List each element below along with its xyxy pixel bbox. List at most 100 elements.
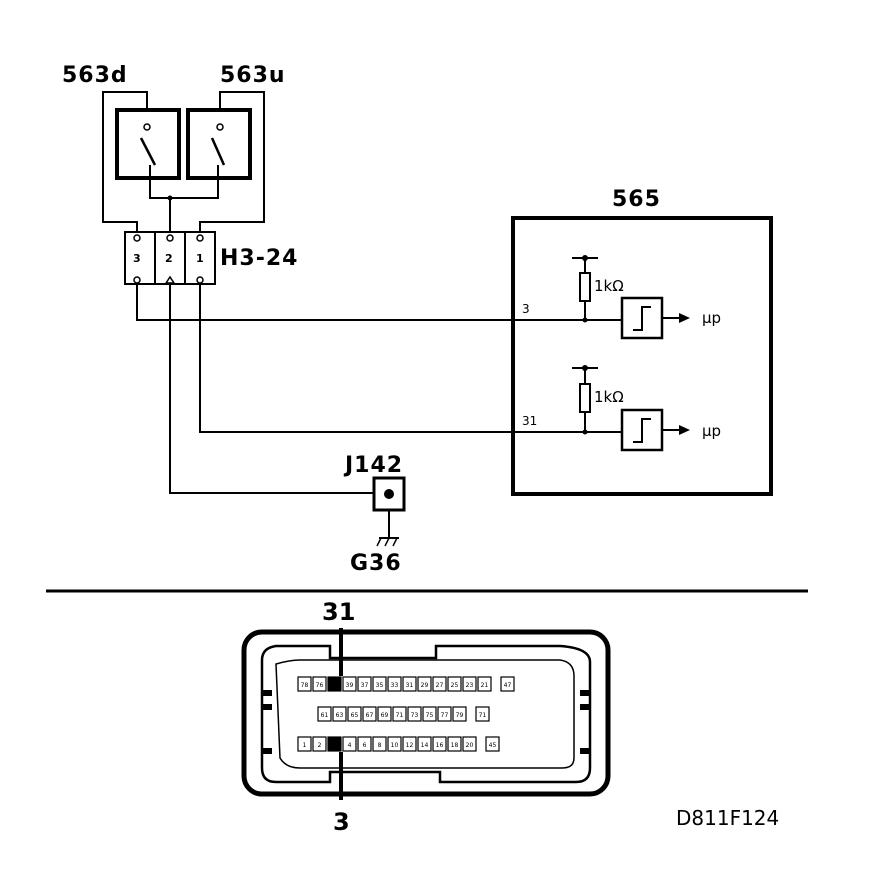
module-input-3: 3 1kΩ µp [522,255,721,340]
ecu-bottom-pin-label: 3 [333,808,350,836]
resistor-1k-label: 1kΩ [594,388,624,406]
ground-label: G36 [350,551,402,576]
ecu-pin-cell [417,736,432,752]
ecu-pin-number: 63 [336,712,344,719]
ecu-pin-cell [347,706,362,722]
ecu-pin-number: 14 [421,742,429,749]
module-label: 565 [612,187,661,212]
ecu-pin-cell [447,736,462,752]
output-mup-label: µp [702,309,721,327]
ecu-pin-cell [477,676,492,692]
ecu-pin-cell [462,676,477,692]
module-input-31: 31 1kΩ µp [522,365,721,452]
ecu-pin-cell [387,676,402,692]
ecu-pin-number: 35 [376,682,384,689]
ecu-pin-number: 78 [301,682,309,689]
ecu-pin-row-1: 78 76 39 37 35 33 31 29 27 25 23 21 47 [297,676,515,692]
ecu-pin-number: 47 [504,682,512,689]
output-mup-label: µp [702,422,721,440]
ecu-pin-number: 39 [346,682,354,689]
ecu-pin-number: 27 [436,682,444,689]
connector-pin-1: 1 [196,252,204,265]
ecu-pin-number: 10 [391,742,399,749]
ecu-pin-cell [485,736,500,752]
connector-pin-3: 3 [133,252,141,265]
ecu-pin-number: 61 [321,712,329,719]
ecu-pin-cell [402,736,417,752]
ecu-pin-cell [475,706,490,722]
ecu-pin-number: 29 [421,682,429,689]
ecu-pin-cell [357,736,372,752]
ecu-pin-cell [432,736,447,752]
connector-label: H3-24 [220,246,298,271]
ecu-pin-cell [422,706,437,722]
ecu-pin-cell [357,676,372,692]
ecu-pin-number: 1 [303,742,307,749]
ecu-pin-number: 6 [363,742,367,749]
ecu-pin-cell [447,676,462,692]
ground-symbol [376,537,399,547]
ecu-pin-cell [312,736,327,752]
switch-563d-label: 563d [62,63,128,88]
signal-wires [136,283,585,494]
ecu-pin-cell [407,706,422,722]
junction-label: J142 [343,453,403,478]
switch-563u-label: 563u [220,63,286,88]
ecu-pin-number: 21 [481,682,489,689]
ecu-pin-number: 33 [391,682,399,689]
ecu-pin-cell [327,676,342,692]
ecu-pin-cell [417,676,432,692]
ecu-pin-number: 23 [466,682,474,689]
ecu-pin-number: 37 [361,682,369,689]
ecu-pin-cell [327,736,342,752]
resistor-1k-label: 1kΩ [594,277,624,295]
ecu-pin-number: 71 [396,712,404,719]
ecu-pin-cell [342,736,357,752]
ecu-pin-number: 20 [466,742,474,749]
figure-reference: D811F124 [676,806,779,830]
ecu-pin-cell [297,676,312,692]
ecu-pin-cell [362,706,377,722]
ecu-pin-number: 16 [436,742,444,749]
ecu-pin-number: 25 [451,682,459,689]
connector-pin-2: 2 [165,252,173,265]
ecu-pin-number: 75 [426,712,434,719]
ecu-pin-number: 45 [489,742,497,749]
ecu-pin-number: 67 [366,712,374,719]
switch-563d [115,108,181,180]
ecu-pin-cell [332,706,347,722]
switch-outer-wires [102,91,265,234]
ecu-pin-number: 69 [381,712,389,719]
ecu-pin-number: 4 [348,742,352,749]
ecu-pin-number: 8 [378,742,382,749]
ecu-pin-number: 18 [451,742,459,749]
ecu-pin-number: 31 [406,682,414,689]
module-pin-31-label: 31 [522,414,537,428]
ecu-pin-number: 73 [411,712,419,719]
junction-j142 [372,476,406,538]
module-pin-3-label: 3 [522,302,530,316]
ecu-pin-cell [297,736,312,752]
ecu-pin-number: 71 [479,712,487,719]
ecu-pin-number: 79 [456,712,464,719]
ecu-pin-cell [312,676,327,692]
ecu-pin-cell [500,676,515,692]
ecu-pin-cell [342,676,357,692]
ecu-pin-cell [377,706,392,722]
ecu-pin-cell [462,736,477,752]
connector-h3-24: 3 2 1 [124,231,216,285]
ecu-pin-number: 2 [318,742,322,749]
ecu-pin-cell [387,736,402,752]
ecu-pin-cell [452,706,467,722]
ecu-pin-number: 76 [316,682,324,689]
ecu-pin-cell [432,676,447,692]
ecu-pin-cell [372,676,387,692]
ecu-pin-cell [317,706,332,722]
switch-563u [186,108,252,180]
ecu-pin-cell [372,736,387,752]
ecu-pin-cell [437,706,452,722]
ecu-pin-number: 12 [406,742,414,749]
